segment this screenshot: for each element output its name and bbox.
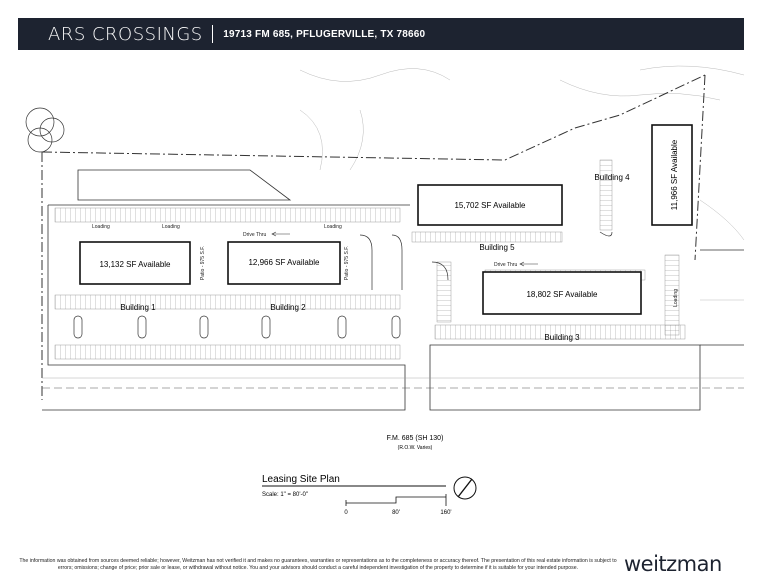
- drive-thru-label: Drive Thru: [243, 232, 266, 238]
- building-2-label: Building 2: [270, 303, 306, 312]
- building-3-available: 18,802 SF Available: [526, 290, 598, 299]
- building-5-label: Building 5: [479, 243, 515, 252]
- offsite-context: [299, 65, 745, 301]
- weitzman-logo: weitzman: [624, 552, 722, 576]
- patio-label: Patio - 975 S.F.: [200, 246, 206, 280]
- building-4-label: Building 4: [594, 173, 630, 182]
- building-1-label: Building 1: [120, 303, 156, 312]
- header-bar: ARS CROSSINGS 19713 FM 685, PFLUGERVILLE…: [18, 18, 744, 50]
- building-4-available: 11,966 SF Available: [670, 139, 679, 210]
- building-5-available: 15,702 SF Available: [454, 201, 526, 210]
- drive-thru-label: Drive Thru: [494, 262, 517, 268]
- north-arrow-icon: [453, 476, 477, 500]
- building-2-available: 12,966 SF Available: [248, 258, 320, 267]
- building-5: 15,702 SF Available Building 5: [417, 184, 563, 252]
- scale-tick: 160': [440, 510, 451, 516]
- building-2: 12,966 SF Available Building 2: [227, 241, 341, 312]
- road-fm-685: [42, 377, 744, 389]
- scale-tick: 80': [392, 510, 400, 516]
- legend-title: Leasing Site Plan: [262, 474, 340, 485]
- patio-label: Patio - 975 S.F.: [344, 246, 350, 280]
- loading-label: Loading: [92, 224, 110, 230]
- building-4: 11,966 SF Available Building 4: [594, 124, 693, 226]
- building-3: 18,802 SF Available Building 3: [482, 271, 642, 342]
- building-1: 13,132 SF Available Building 1: [79, 241, 191, 312]
- property-address: 19713 FM 685, PFLUGERVILLE, TX 78660: [223, 28, 426, 40]
- road-row: (R.O.W. Varies): [398, 445, 433, 451]
- site-annotations: Loading Loading Loading Loading Drive Th…: [92, 224, 679, 307]
- building-1-available: 13,132 SF Available: [99, 260, 171, 269]
- site-edge: [42, 169, 744, 411]
- disclaimer: The information was obtained from source…: [19, 558, 617, 571]
- building-3-label: Building 3: [544, 333, 580, 342]
- scale-tick: 0: [344, 510, 348, 516]
- scale-legend: Leasing Site Plan Scale: 1" = 80'-0" 0 8…: [262, 474, 477, 516]
- tree-icon: [25, 107, 65, 153]
- legend-scale: Scale: 1" = 80'-0": [262, 492, 308, 498]
- landscape-islands: [73, 231, 613, 339]
- drive-thru-arrow: [271, 231, 538, 267]
- loading-label: Loading: [324, 224, 342, 230]
- title-separator: [211, 25, 214, 43]
- loading-label: Loading: [162, 224, 180, 230]
- loading-label: Loading: [673, 289, 679, 307]
- road-name: F.M. 685 (SH 130): [387, 435, 444, 442]
- property-boundary: [41, 74, 706, 400]
- property-title: ARS CROSSINGS: [48, 23, 203, 45]
